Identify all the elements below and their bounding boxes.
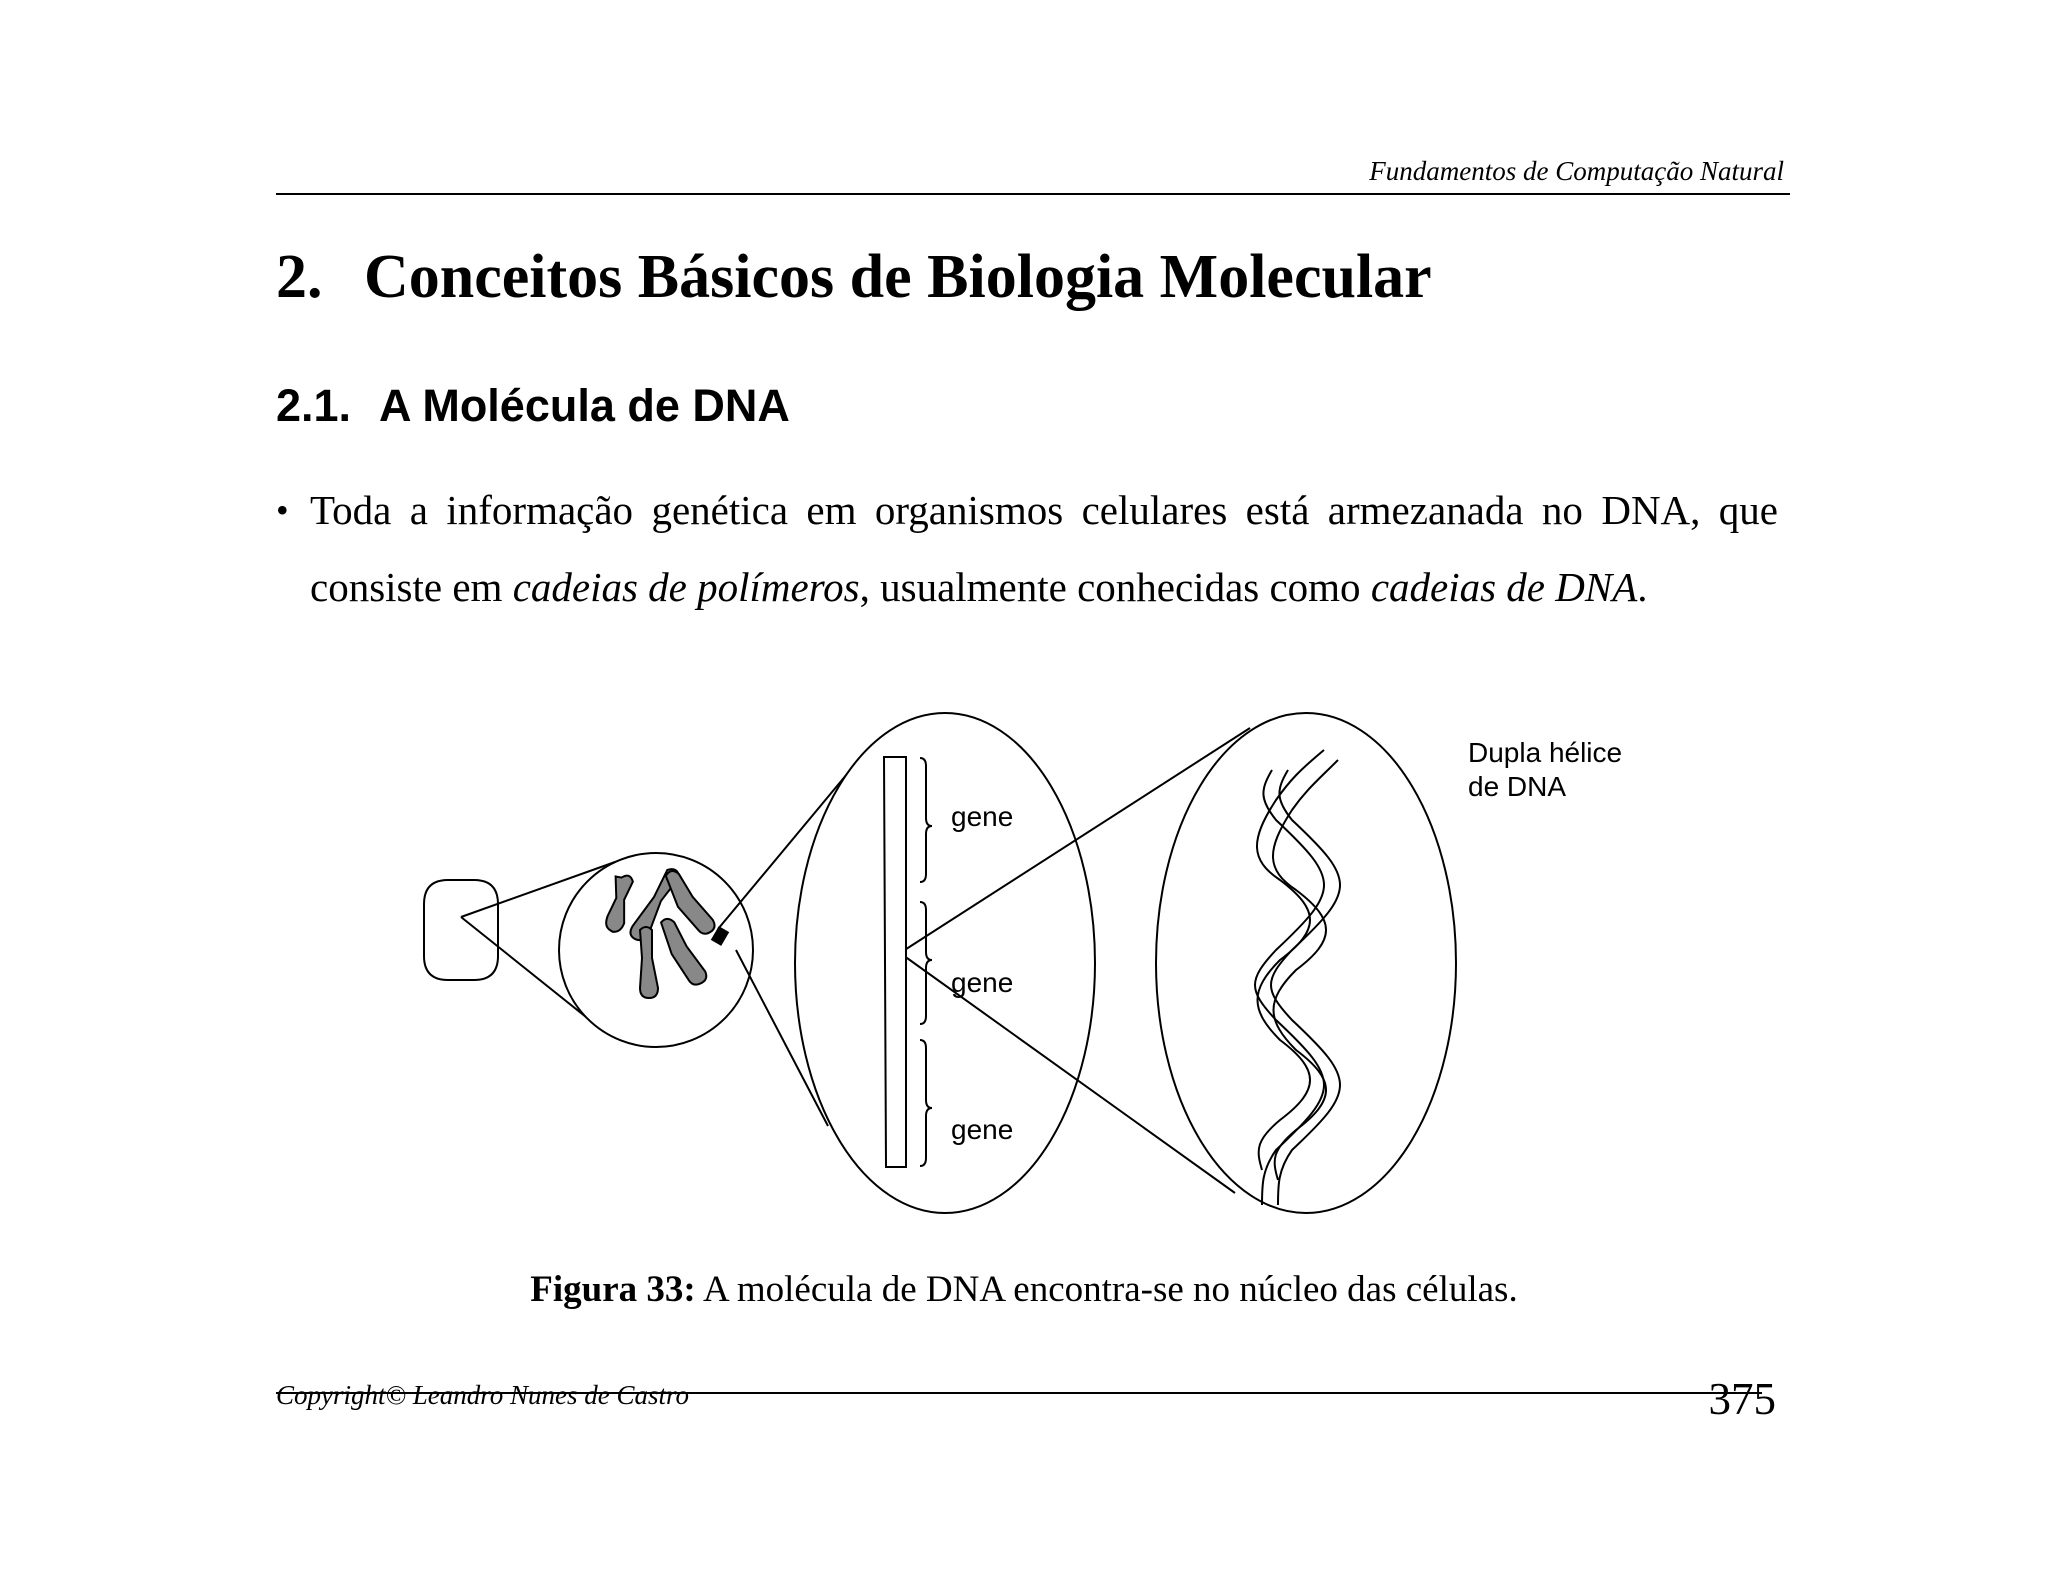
footer-rule xyxy=(276,1392,1762,1394)
caption-label: Figura 33: xyxy=(530,1269,696,1310)
chromosome-ellipse xyxy=(794,712,1096,1214)
chromosome-5 xyxy=(659,917,708,986)
section-number: 2.1. xyxy=(276,380,352,431)
helix-strand-c xyxy=(1256,749,1325,1171)
chromosome-3 xyxy=(664,870,716,935)
section-title: A Molécula de DNA xyxy=(379,380,790,431)
body-paragraph: • Toda a informação genética em organismo… xyxy=(276,472,1778,626)
zoom-line-2a xyxy=(717,767,853,930)
section-heading: 2.1. A Molécula de DNA xyxy=(276,380,790,432)
gene-brace-3 xyxy=(919,1039,933,1167)
helix-strand-a xyxy=(1254,769,1325,1206)
helix-label-line1: Dupla hélice xyxy=(1468,737,1622,768)
paragraph-text-1: Toda a informação genética em organismos… xyxy=(310,487,1778,610)
chapter-heading: 2. Conceitos Básicos de Biologia Molecula… xyxy=(276,242,1432,313)
zoom-line-1a xyxy=(460,861,616,918)
caption-text: A molécula de DNA encontra-se no núcleo … xyxy=(695,1269,1518,1310)
zoom-line-2b xyxy=(735,949,829,1127)
dna-strand xyxy=(882,756,907,1168)
figure-caption: Figura 33: A molécula de DNA encontra-se… xyxy=(0,1268,2048,1311)
paragraph-italic-1: cadeias de polímeros xyxy=(512,564,860,610)
zoom-line-3a xyxy=(899,727,1251,954)
copyright-text: Copyright© Leandro Nunes de Castro xyxy=(276,1380,690,1410)
gene-label-2: gene xyxy=(951,967,1013,998)
book-title: Fundamentos de Computação Natural xyxy=(1369,156,1784,186)
chapter-number: 2. xyxy=(276,243,323,311)
chapter-title: Conceitos Básicos de Biologia Molecular xyxy=(364,243,1432,311)
header-rule xyxy=(276,193,1790,195)
zoom-line-1b xyxy=(460,916,592,1022)
paragraph-text-2: , usualmente conhecidas como xyxy=(859,564,1371,610)
helix-label-line2: de DNA xyxy=(1468,771,1566,802)
paragraph-text-3: . xyxy=(1637,564,1648,610)
helix-strand-d xyxy=(1272,759,1339,1181)
gene-marker xyxy=(710,926,730,946)
gene-label-3: gene xyxy=(951,1114,1013,1145)
chromosome-4 xyxy=(638,926,660,1000)
gene-brace-1 xyxy=(919,757,933,883)
gene-brace-2 xyxy=(919,901,933,1025)
zoom-line-3b xyxy=(899,952,1236,1194)
bullet-icon: • xyxy=(276,490,289,530)
page-number: 375 xyxy=(1708,1374,1777,1424)
gene-label-1: gene xyxy=(951,801,1013,832)
cell-shape xyxy=(423,879,499,981)
helix-strand-b xyxy=(1270,769,1341,1206)
nucleus-circle xyxy=(558,852,754,1048)
paragraph-italic-2: cadeias de DNA xyxy=(1370,564,1638,610)
chromosome-1 xyxy=(605,874,634,933)
